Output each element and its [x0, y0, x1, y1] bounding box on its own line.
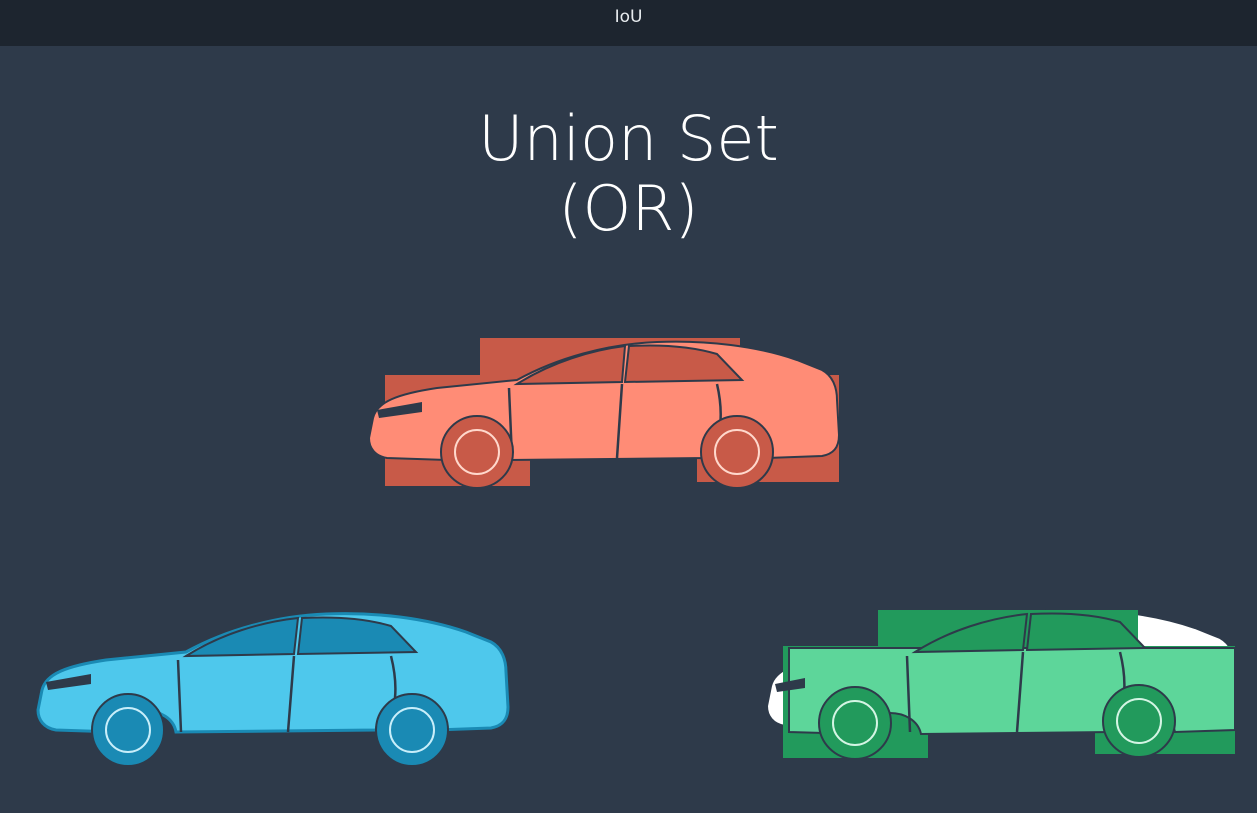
- ground-truth-car: [766, 608, 1238, 760]
- prediction-car: [36, 612, 510, 767]
- union-car: [368, 338, 840, 489]
- heading-line-2: (OR): [558, 172, 699, 245]
- title-bar: IoU: [0, 0, 1257, 46]
- window-title: IoU: [614, 7, 643, 27]
- slide-heading: Union Set (OR): [0, 104, 1257, 244]
- heading-line-1: Union Set: [478, 102, 779, 175]
